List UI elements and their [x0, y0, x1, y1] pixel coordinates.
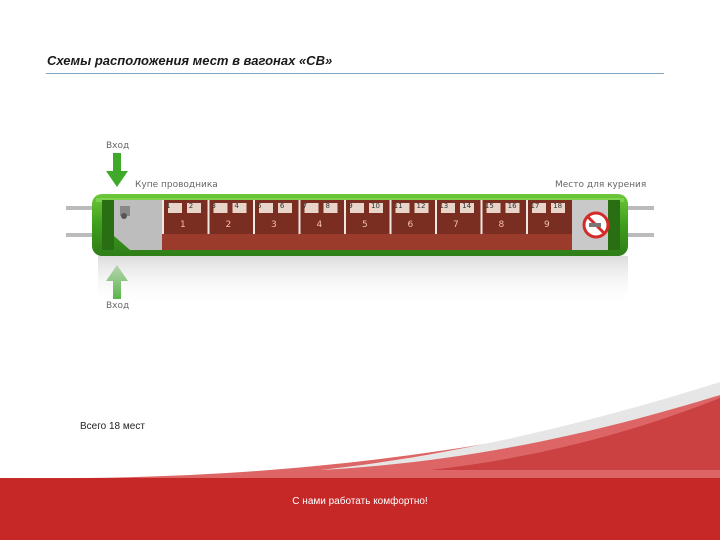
seat-number: 17 — [530, 202, 540, 210]
berth — [187, 203, 201, 213]
conductor-compartment-label: Купе проводника — [135, 180, 218, 190]
berth — [395, 203, 410, 213]
railcar-diagram — [66, 194, 654, 306]
berth — [259, 203, 273, 213]
page-title: Схемы расположения мест в вагонах «СВ» — [47, 53, 333, 68]
berth — [460, 203, 474, 213]
compartment-number: 7 — [453, 220, 459, 230]
seat-number: 15 — [484, 202, 494, 210]
total-seats-text: Всего 18 мест — [80, 421, 145, 432]
compartment-number: 5 — [362, 220, 368, 230]
compartment-divider — [344, 200, 346, 234]
compartment-divider — [526, 200, 528, 234]
seat-number: 2 — [188, 202, 194, 210]
arrow-down-icon — [106, 153, 128, 187]
compartment-divider — [162, 200, 164, 234]
berth — [532, 203, 546, 213]
seat-number: 7 — [302, 202, 308, 210]
seat-number: 18 — [553, 202, 563, 210]
compartment-number: 2 — [225, 220, 232, 230]
berth — [441, 203, 455, 213]
berth — [505, 203, 520, 213]
seat-number: 16 — [507, 202, 517, 210]
seat-number: 11 — [393, 202, 403, 210]
berth — [232, 203, 247, 213]
berth — [350, 203, 364, 213]
compartment-divider — [389, 200, 392, 234]
seat-number: 13 — [439, 202, 449, 210]
seat-number: 12 — [416, 202, 426, 210]
compartment-number: 4 — [316, 220, 323, 230]
seat-number: 9 — [348, 202, 353, 210]
title-divider — [46, 73, 664, 74]
berth — [278, 203, 292, 213]
berth — [551, 203, 565, 213]
entry-top-label: Вход — [106, 141, 130, 151]
seat-number: 5 — [257, 202, 262, 210]
compartment-divider — [253, 200, 255, 234]
seat-number: 4 — [234, 202, 239, 210]
footer-wave — [0, 382, 720, 540]
berth — [168, 203, 182, 213]
berth — [414, 203, 429, 213]
compartment-divider — [207, 200, 210, 234]
smoking-area-label: Место для курения — [555, 180, 647, 190]
seat-number: 10 — [371, 202, 380, 210]
compartment-number: 1 — [180, 220, 186, 230]
compartment-divider — [298, 200, 301, 234]
berth — [323, 203, 338, 213]
seat-number: 3 — [211, 202, 217, 210]
seat-number: 1 — [166, 202, 171, 210]
seat-number: 14 — [462, 202, 472, 210]
berth — [213, 203, 228, 213]
footer-slogan: С нами работать комфортно! — [292, 496, 428, 507]
berth — [304, 203, 319, 213]
compartment-number: 8 — [498, 220, 505, 230]
compartment-number: 3 — [271, 220, 277, 230]
compartment-divider — [480, 200, 483, 234]
berth — [369, 203, 383, 213]
seat-number: 8 — [325, 202, 330, 210]
berth — [486, 203, 501, 213]
compartment-number: 9 — [544, 220, 550, 230]
compartment-number: 6 — [407, 220, 414, 230]
compartment-divider — [435, 200, 437, 234]
seat-number: 6 — [279, 202, 285, 210]
